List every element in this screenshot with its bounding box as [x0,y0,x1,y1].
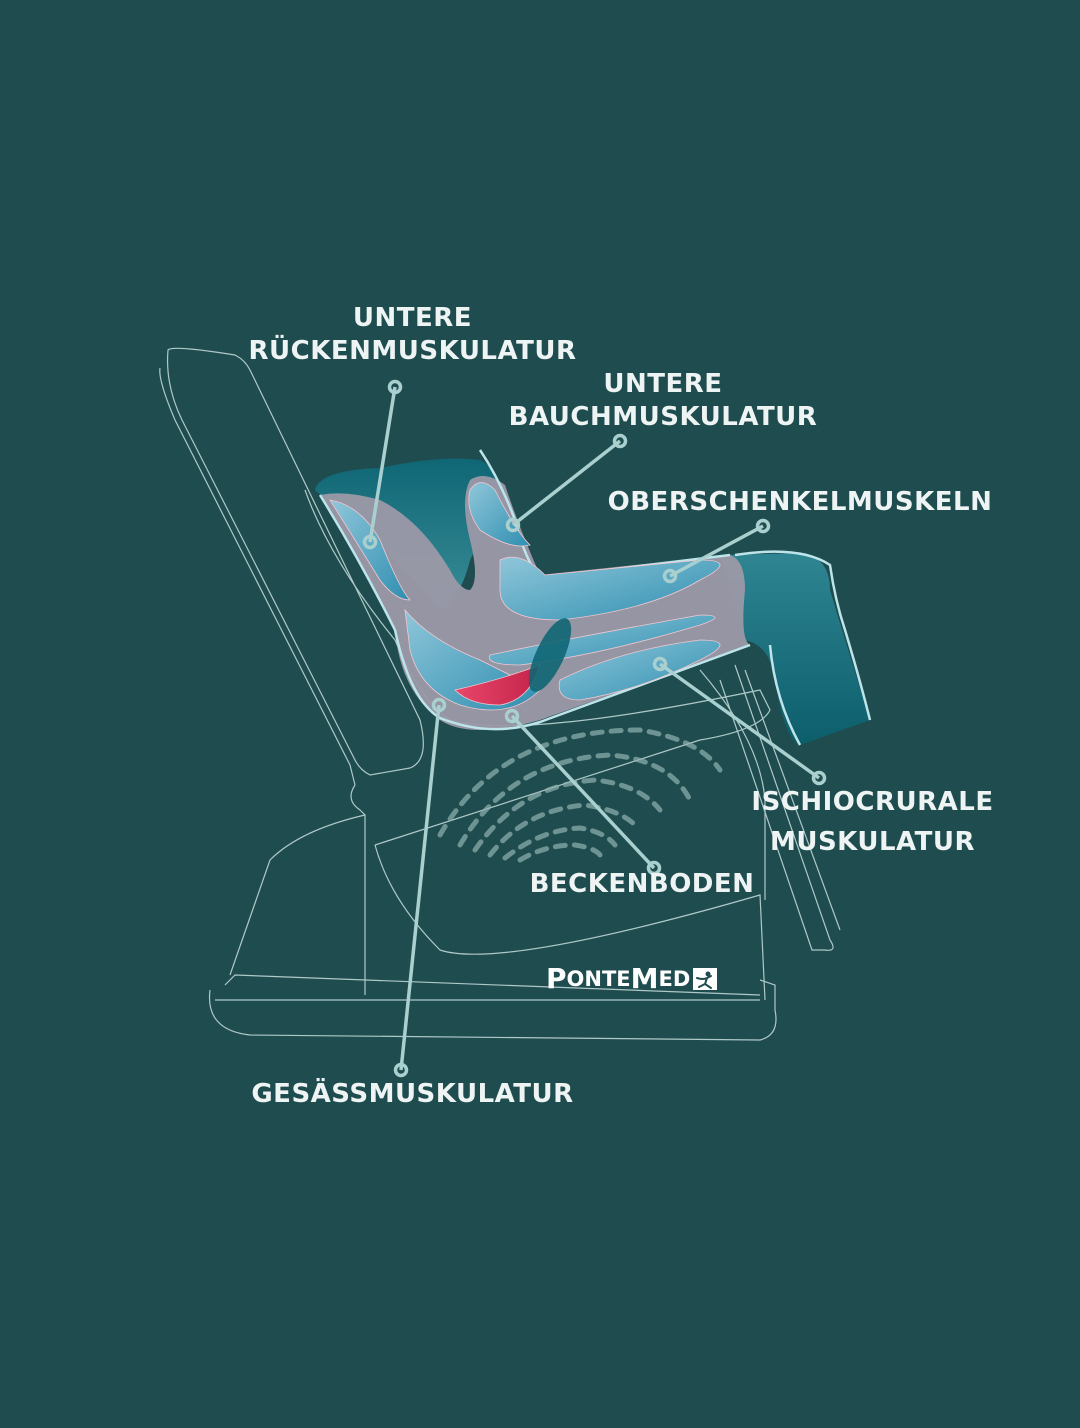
vibration-waves-icon [437,727,723,863]
logo-text: ED [658,966,691,991]
label-pelvic-floor: BECKENBODEN [522,868,762,901]
label-line: BECKENBODEN [529,869,755,899]
label-line: MUSKULATUR [769,827,976,857]
logo-text: ONTE [566,966,631,991]
label-line: UNTERE [352,303,473,333]
label-hamstring-muscles: ISCHIOCRURALE MUSKULATUR [745,782,1000,862]
muscle-groups [329,482,721,711]
muscle-hamstrings [558,639,721,701]
muscle-pelvic-floor [454,664,541,706]
leader-lines [368,386,821,1071]
person-icon [693,967,718,990]
label-lower-abdominal-muscles: UNTERE BAUCHMUSKULATUR [498,368,828,434]
logo-text: M [630,962,659,995]
label-lower-back-muscles: UNTERE RÜCKENMUSKULATUR [240,302,585,368]
label-line: GESÄSSMUSKULATUR [251,1079,574,1109]
muscle-lower-back [329,499,411,601]
label-line: OBERSCHENKELMUSKELN [607,487,993,517]
leader-nodes [362,379,827,1078]
label-line: ISCHIOCRURALE [751,787,994,817]
label-gluteal-muscles: GESÄSSMUSKULATUR [245,1078,580,1111]
logo-text: P [546,962,567,995]
label-line: BAUCHMUSKULATUR [508,402,818,432]
pontemed-logo: P ONTE M ED [546,962,718,995]
label-thigh-muscles: OBERSCHENKELMUSKELN [600,486,1000,519]
label-line: UNTERE [603,369,723,399]
chair-outline [159,347,841,1041]
label-line: RÜCKENMUSKULATUR [248,336,577,366]
leg-shape [720,553,870,745]
